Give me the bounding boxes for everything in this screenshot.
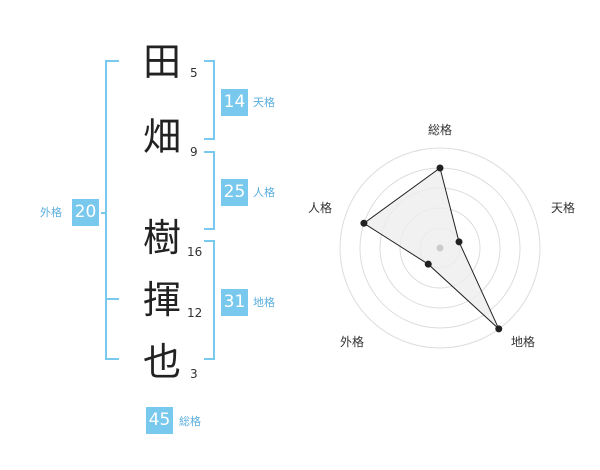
- radar-point-4: [424, 260, 432, 268]
- tenkaku-label: 天格: [253, 96, 275, 109]
- radar-label-gaikaku: 外格: [340, 335, 365, 349]
- radar-point-1: [436, 164, 444, 172]
- gaikaku-label: 外格: [40, 206, 62, 219]
- soukaku-value: 45: [146, 407, 173, 434]
- name-char-2: 畑: [142, 115, 181, 159]
- chikaku-value: 31: [221, 289, 248, 316]
- radar-label-soukaku: 総格: [428, 123, 453, 137]
- name-char-1: 田: [142, 40, 181, 84]
- radar-point-5: [360, 219, 368, 227]
- jinkaku-value: 25: [221, 179, 248, 206]
- radar-label-jinkaku: 人格: [308, 201, 333, 215]
- name-char-5: 也: [142, 340, 181, 384]
- radar-label-tenkaku: 天格: [551, 201, 576, 215]
- radar-point-2: [455, 238, 463, 246]
- radar-label-chikaku: 地格: [511, 335, 536, 349]
- stroke-count-4: 12: [187, 306, 203, 320]
- radar-center-dot: [436, 244, 444, 252]
- stroke-count-1: 5: [190, 66, 198, 80]
- chikaku-label: 地格: [253, 296, 275, 309]
- name-char-4: 揮: [142, 278, 181, 322]
- gaikaku-value: 20: [72, 199, 99, 226]
- stroke-count-2: 9: [190, 145, 198, 159]
- soukaku-label: 総格: [179, 415, 201, 428]
- stroke-count-5: 3: [190, 367, 198, 381]
- name-char-3: 樹: [142, 216, 181, 260]
- jinkaku-label: 人格: [253, 186, 275, 199]
- stroke-count-3: 16: [187, 245, 203, 259]
- radar-polygon: [363, 167, 500, 330]
- radar-ring-5: [339, 147, 541, 349]
- radar-points: [360, 164, 503, 333]
- radar-point-3: [495, 325, 503, 333]
- tenkaku-value: 14: [221, 89, 248, 116]
